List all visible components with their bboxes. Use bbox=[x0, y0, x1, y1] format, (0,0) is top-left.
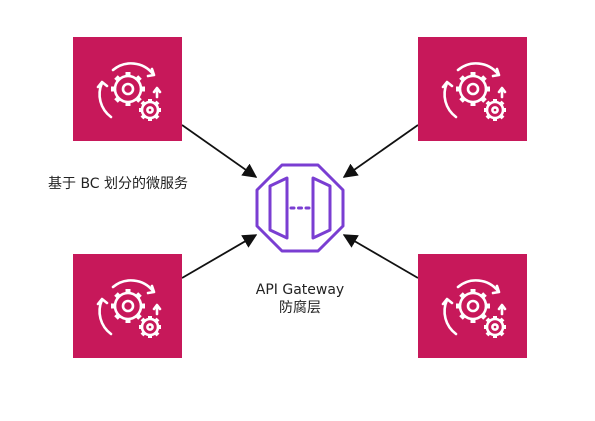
arrow-bottom-left-to-gateway bbox=[181, 234, 258, 279]
service-box-top-left bbox=[73, 37, 182, 141]
api-gateway-icon bbox=[255, 163, 345, 253]
arrow-top-left-to-gateway bbox=[181, 124, 258, 178]
bc-microservices-label: 基于 BC 划分的微服务 bbox=[48, 176, 189, 192]
service-box-bottom-left bbox=[73, 254, 182, 358]
arrow-bottom-right-to-gateway bbox=[342, 234, 419, 279]
service-box-bottom-right bbox=[418, 254, 527, 358]
service-box-top-right bbox=[418, 37, 527, 141]
arrow-top-right-to-gateway bbox=[342, 124, 419, 178]
gateway-label-line2: 防腐层 bbox=[279, 300, 321, 316]
gateway-label-line1: API Gateway bbox=[255, 282, 345, 298]
gateway-label: API Gateway 防腐层 bbox=[240, 281, 360, 317]
